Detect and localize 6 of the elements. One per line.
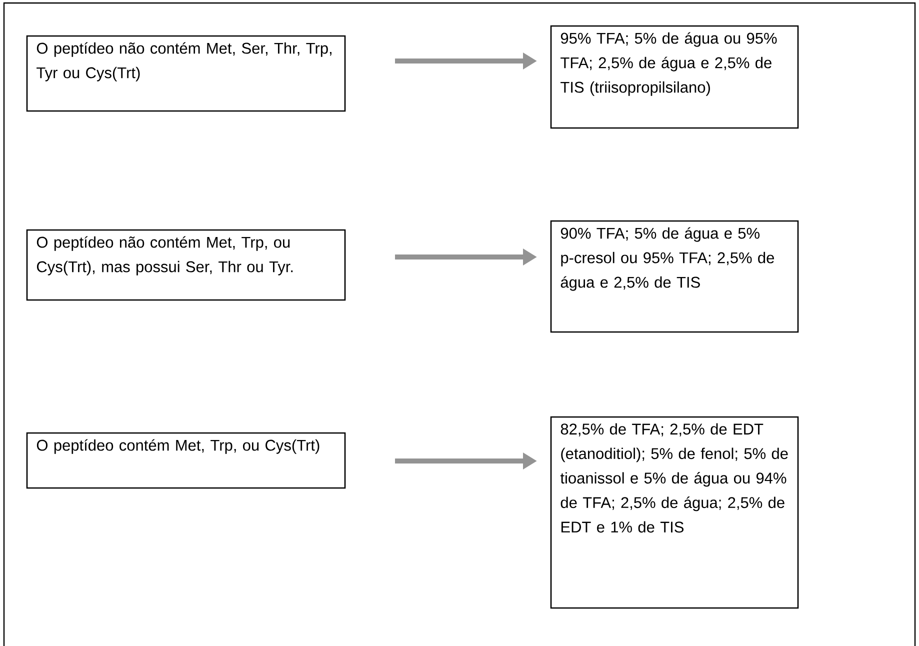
text-box: 82,5% de TFA; 2,5% de EDT (etanoditiol); 5% de fenol; 5% de tioanissol e 5% de água ou 94% de TFA; 2,5% de água; 2,5% de EDT e 1% de TIS xyxy=(550,416,799,609)
text-box: O peptídeo contém Met, Trp, ou Cys(Trt) xyxy=(26,432,346,489)
text-box: O peptídeo não contém Met, Trp, ou Cys(Trt), mas possui Ser, Thr ou Tyr. xyxy=(26,229,346,301)
text-box: 95% TFA; 5% de água ou 95% TFA; 2,5% de água e 2,5% de TIS (triisopropilsilano) xyxy=(550,25,799,129)
text-box: O peptídeo não contém Met, Ser, Thr, Trp, Tyr ou Cys(Trt) xyxy=(26,35,346,112)
text-box: 90% TFA; 5% de água e 5% p-cresol ou 95% TFA; 2,5% de água e 2,5% de TIS xyxy=(550,220,799,333)
